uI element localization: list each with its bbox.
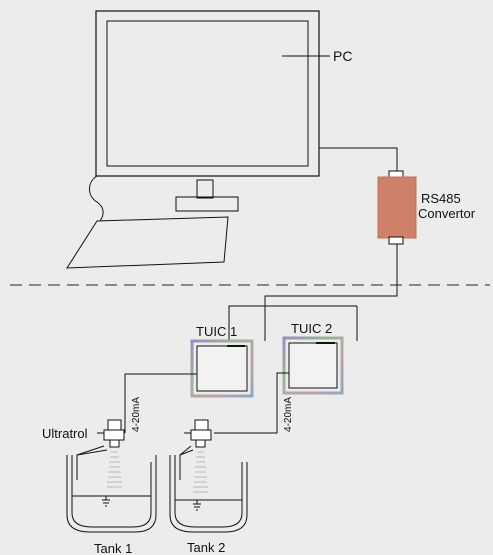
convertor-label-line2: Convertor <box>418 206 476 221</box>
tank-2-sonar-beam <box>193 451 208 493</box>
tank-2-level-marker <box>193 500 201 511</box>
tuic-2-inner <box>288 342 338 389</box>
tuic-1-label: TUIC 1 <box>196 324 237 339</box>
pc-computer: PC <box>66 10 352 269</box>
tuic-2: TUIC 2 <box>282 321 344 395</box>
rs485-convertor: RS485 Convertor <box>377 170 476 245</box>
rs485-bus <box>228 244 398 341</box>
pc-stand <box>175 179 239 212</box>
cable-pc-to-convertor <box>319 147 398 173</box>
pc-monitor <box>95 10 320 177</box>
convertor-body <box>377 176 417 239</box>
convertor-label-line1: RS485 <box>421 191 461 206</box>
pc-label: PC <box>333 48 352 64</box>
keyboard-cable <box>89 175 104 222</box>
tank-1 <box>66 445 157 533</box>
loop-wire-2 <box>214 372 289 434</box>
tuic-2-label: TUIC 2 <box>291 321 332 336</box>
loop-wire-1 <box>124 373 197 433</box>
tuic-1-inner <box>196 345 248 392</box>
tank-1-sonar-beam <box>107 451 122 488</box>
pc-screen <box>106 20 309 167</box>
convertor-bottom-connector <box>388 236 404 245</box>
ultratrol-sensor-2 <box>184 419 212 448</box>
loop-2-label: 4-20mA <box>283 397 294 432</box>
tank-2 <box>169 445 248 533</box>
tank-2-label: Tank 2 <box>187 540 225 555</box>
tuic-1: TUIC 1 <box>190 324 254 398</box>
tuic-2-outer <box>282 336 344 395</box>
keyboard <box>66 216 229 269</box>
loop-1-label: 4-20mA <box>131 397 142 432</box>
tuic-1-outer <box>190 339 254 398</box>
ultratrol-label: Ultratrol <box>42 426 88 441</box>
ultratrol-sensor-1 <box>97 419 125 448</box>
tank-1-label: Tank 1 <box>94 541 132 555</box>
tank-1-level-marker <box>102 496 110 507</box>
